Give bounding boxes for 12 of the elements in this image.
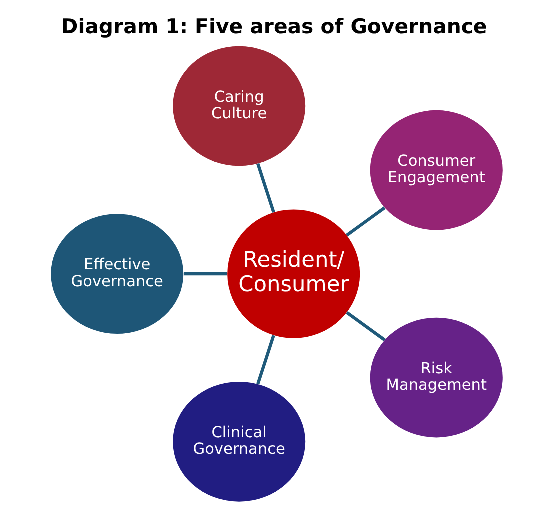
connector — [346, 311, 386, 342]
node-circle: Risk Management — [370, 318, 502, 438]
node-circle: Caring Culture — [172, 46, 306, 166]
node-circle: Clinical Governance — [172, 382, 306, 502]
connector — [184, 272, 227, 276]
connector — [346, 206, 386, 237]
node-circle: Effective Governance — [50, 214, 184, 334]
node-circle: Consumer Engagement — [370, 110, 502, 230]
connector — [256, 335, 275, 385]
node-circle: Resident/ Consumer — [227, 210, 360, 338]
connector — [256, 163, 275, 214]
diagram-title: Diagram 1: Five areas of Governance — [60, 14, 487, 38]
